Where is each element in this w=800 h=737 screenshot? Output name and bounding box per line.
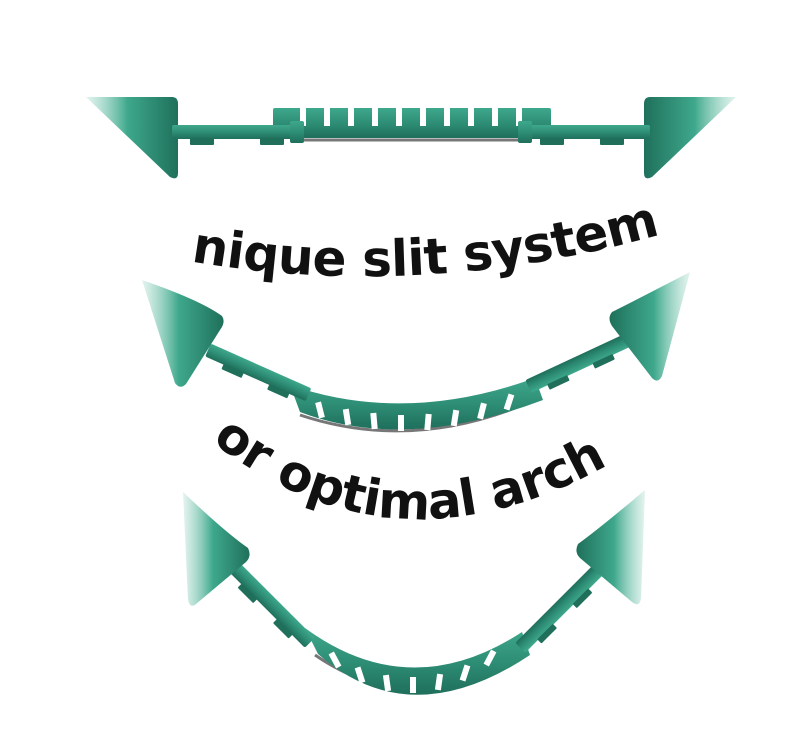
flat-band — [86, 97, 736, 179]
strong-arch-right-arm — [516, 565, 603, 652]
slight-arch-right-arrow — [609, 272, 690, 381]
flat-right-arrow — [644, 97, 736, 179]
slight-arch-slit-block — [290, 378, 543, 431]
slight-arch-left-arm — [205, 344, 311, 401]
slight-arch-left-arrow — [142, 280, 224, 387]
flat-slit-block — [273, 108, 551, 138]
slight-arch-right-arm — [526, 334, 631, 393]
flat-left-arrow — [86, 97, 178, 179]
strong-arch-right-arrow — [576, 490, 645, 605]
slight-arch-band — [142, 272, 690, 433]
strong-arch-band — [183, 490, 645, 695]
strong-arch-left-arm — [227, 560, 314, 647]
strong-arch-left-arrow — [183, 492, 250, 606]
flat-right-arm — [518, 121, 650, 145]
flat-left-arm — [172, 121, 304, 145]
strong-arch-slit-block — [305, 628, 530, 695]
